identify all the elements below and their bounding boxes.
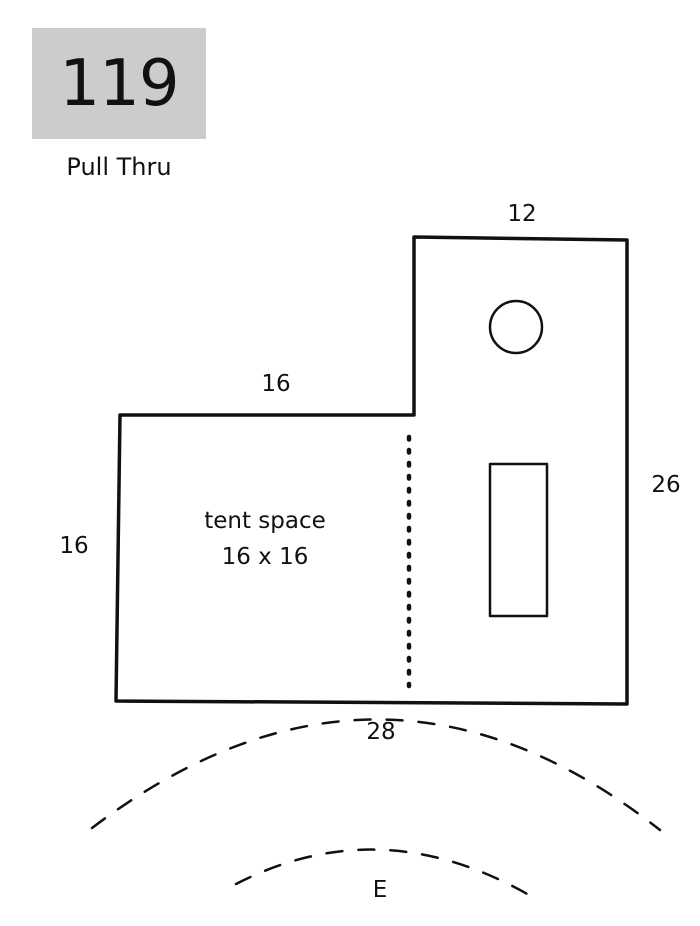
tent-space-label: tent space bbox=[204, 508, 326, 534]
entrance-label: E bbox=[372, 877, 388, 903]
top-left-width-label: 16 bbox=[261, 371, 291, 397]
site-type-label: Pull Thru bbox=[66, 153, 172, 181]
top-right-width-label: 12 bbox=[507, 201, 537, 227]
road-outer-edge bbox=[90, 718, 662, 832]
bottom-width-label: 28 bbox=[366, 719, 396, 745]
site-outline bbox=[114, 235, 629, 706]
right-height-label: 26 bbox=[651, 472, 681, 498]
road-inner-edge bbox=[234, 848, 531, 897]
fire-ring-icon bbox=[488, 299, 544, 355]
site-number-badge: 119 bbox=[32, 28, 206, 139]
site-number: 119 bbox=[59, 46, 179, 121]
picnic-table-icon bbox=[488, 462, 549, 618]
left-height-label: 16 bbox=[59, 533, 89, 559]
tent-space-size-label: 16 x 16 bbox=[221, 544, 309, 570]
